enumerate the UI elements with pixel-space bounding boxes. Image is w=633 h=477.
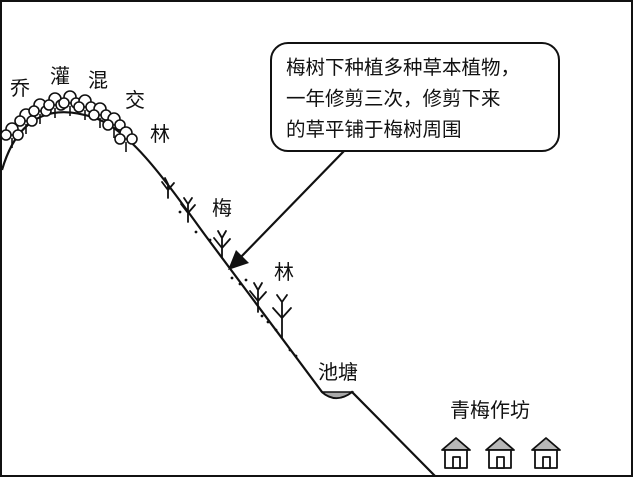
plum-label-mei: 梅 xyxy=(212,196,232,220)
callout-box: 梅树下种植多种草本植物， 一年修剪三次，修剪下来 的草平铺于梅树周围 xyxy=(270,42,560,152)
plum-tree xyxy=(272,294,292,339)
forest-label-qiao: 乔 xyxy=(10,76,30,100)
mixed-forest-trees xyxy=(0,90,138,152)
house-icon xyxy=(485,437,515,469)
plum-trees xyxy=(161,177,292,339)
callout-arrow xyxy=(228,149,346,270)
callout-line: 的草平铺于梅树周围 xyxy=(286,118,462,141)
pond-label: 池塘 xyxy=(318,360,358,384)
forest-label-lin: 林 xyxy=(150,122,170,146)
callout-line: 一年修剪三次，修剪下来 xyxy=(286,87,501,110)
plum-tree xyxy=(213,230,231,259)
forest-label-jiao: 交 xyxy=(125,88,145,112)
grass-mulch-dots xyxy=(178,210,298,358)
house-icon xyxy=(531,437,561,469)
plum-label-lin: 林 xyxy=(274,260,294,284)
forest-label-guan: 灌 xyxy=(50,64,70,88)
workshop-houses xyxy=(441,437,561,469)
plum-tree xyxy=(180,197,196,223)
pond-water xyxy=(319,391,355,399)
workshop-label: 青梅作坊 xyxy=(450,398,530,422)
house-icon xyxy=(441,437,471,469)
plum-tree xyxy=(249,282,267,313)
plum-tree xyxy=(161,177,175,199)
callout-line: 梅树下种植多种草本植物， xyxy=(286,56,521,79)
hill-outline xyxy=(0,111,437,477)
broadleaf-tree xyxy=(0,90,138,152)
forest-label-hun: 混 xyxy=(88,68,108,92)
